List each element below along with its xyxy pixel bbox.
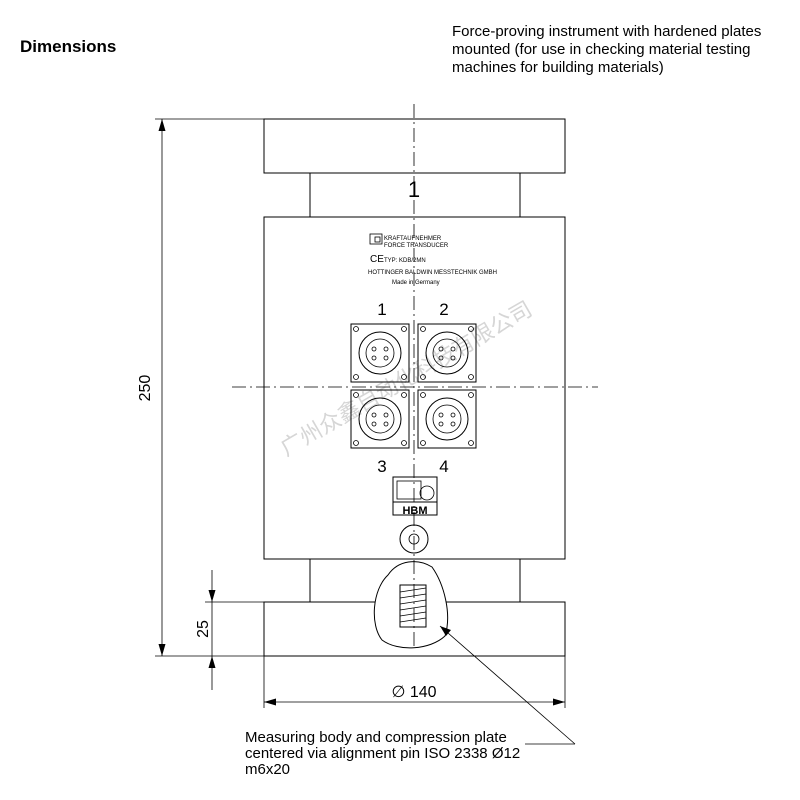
ce-mark: CE — [370, 254, 384, 265]
plate-height-value: 25 — [195, 620, 212, 638]
height-dimension: 250 — [137, 118, 264, 657]
hbm-logo: HBM — [392, 476, 438, 517]
label-origin: Made in Germany — [392, 280, 440, 286]
center-marker: 1 — [408, 177, 420, 202]
type-label: KRAFTAUFNEHMER FORCE TRANSDUCER CE TYP: … — [368, 233, 497, 286]
connector-socket-icon — [350, 389, 410, 449]
label-line-2: FORCE TRANSDUCER — [384, 243, 449, 249]
diameter-dimension: ∅ 140 — [263, 656, 566, 708]
alignment-pin-callout: Measuring body and compression plate cen… — [245, 729, 521, 778]
alignment-pin-cutaway — [373, 561, 449, 649]
label-maker: HOTTINGER BALDWIN MESSTECHNIK GMBH — [368, 270, 497, 276]
connector-number: 1 — [377, 300, 386, 319]
top-plate — [263, 118, 566, 174]
diameter-value: ∅ 140 — [391, 684, 436, 701]
connector-socket-icon — [350, 323, 410, 383]
label-type: TYP: KDB/2MN — [384, 258, 426, 264]
connector-socket-icon — [417, 389, 477, 449]
label-line-1: KRAFTAUFNEHMER — [384, 236, 442, 242]
dimensions-heading: Dimensions — [20, 37, 117, 56]
callout-leader — [439, 625, 576, 745]
height-value: 250 — [137, 375, 154, 402]
watermark: 广州众鑫自动化科技有限公司 — [277, 297, 537, 462]
connector-number: 2 — [439, 300, 448, 319]
product-description: Force-proving instrument with hardened p… — [452, 23, 762, 76]
connector-number: 3 — [377, 457, 386, 476]
connector-socket-icon — [417, 323, 477, 383]
plate-height-dimension: 25 — [195, 570, 264, 690]
connector-number: 4 — [439, 457, 448, 476]
logo-text: HBM — [402, 505, 427, 517]
